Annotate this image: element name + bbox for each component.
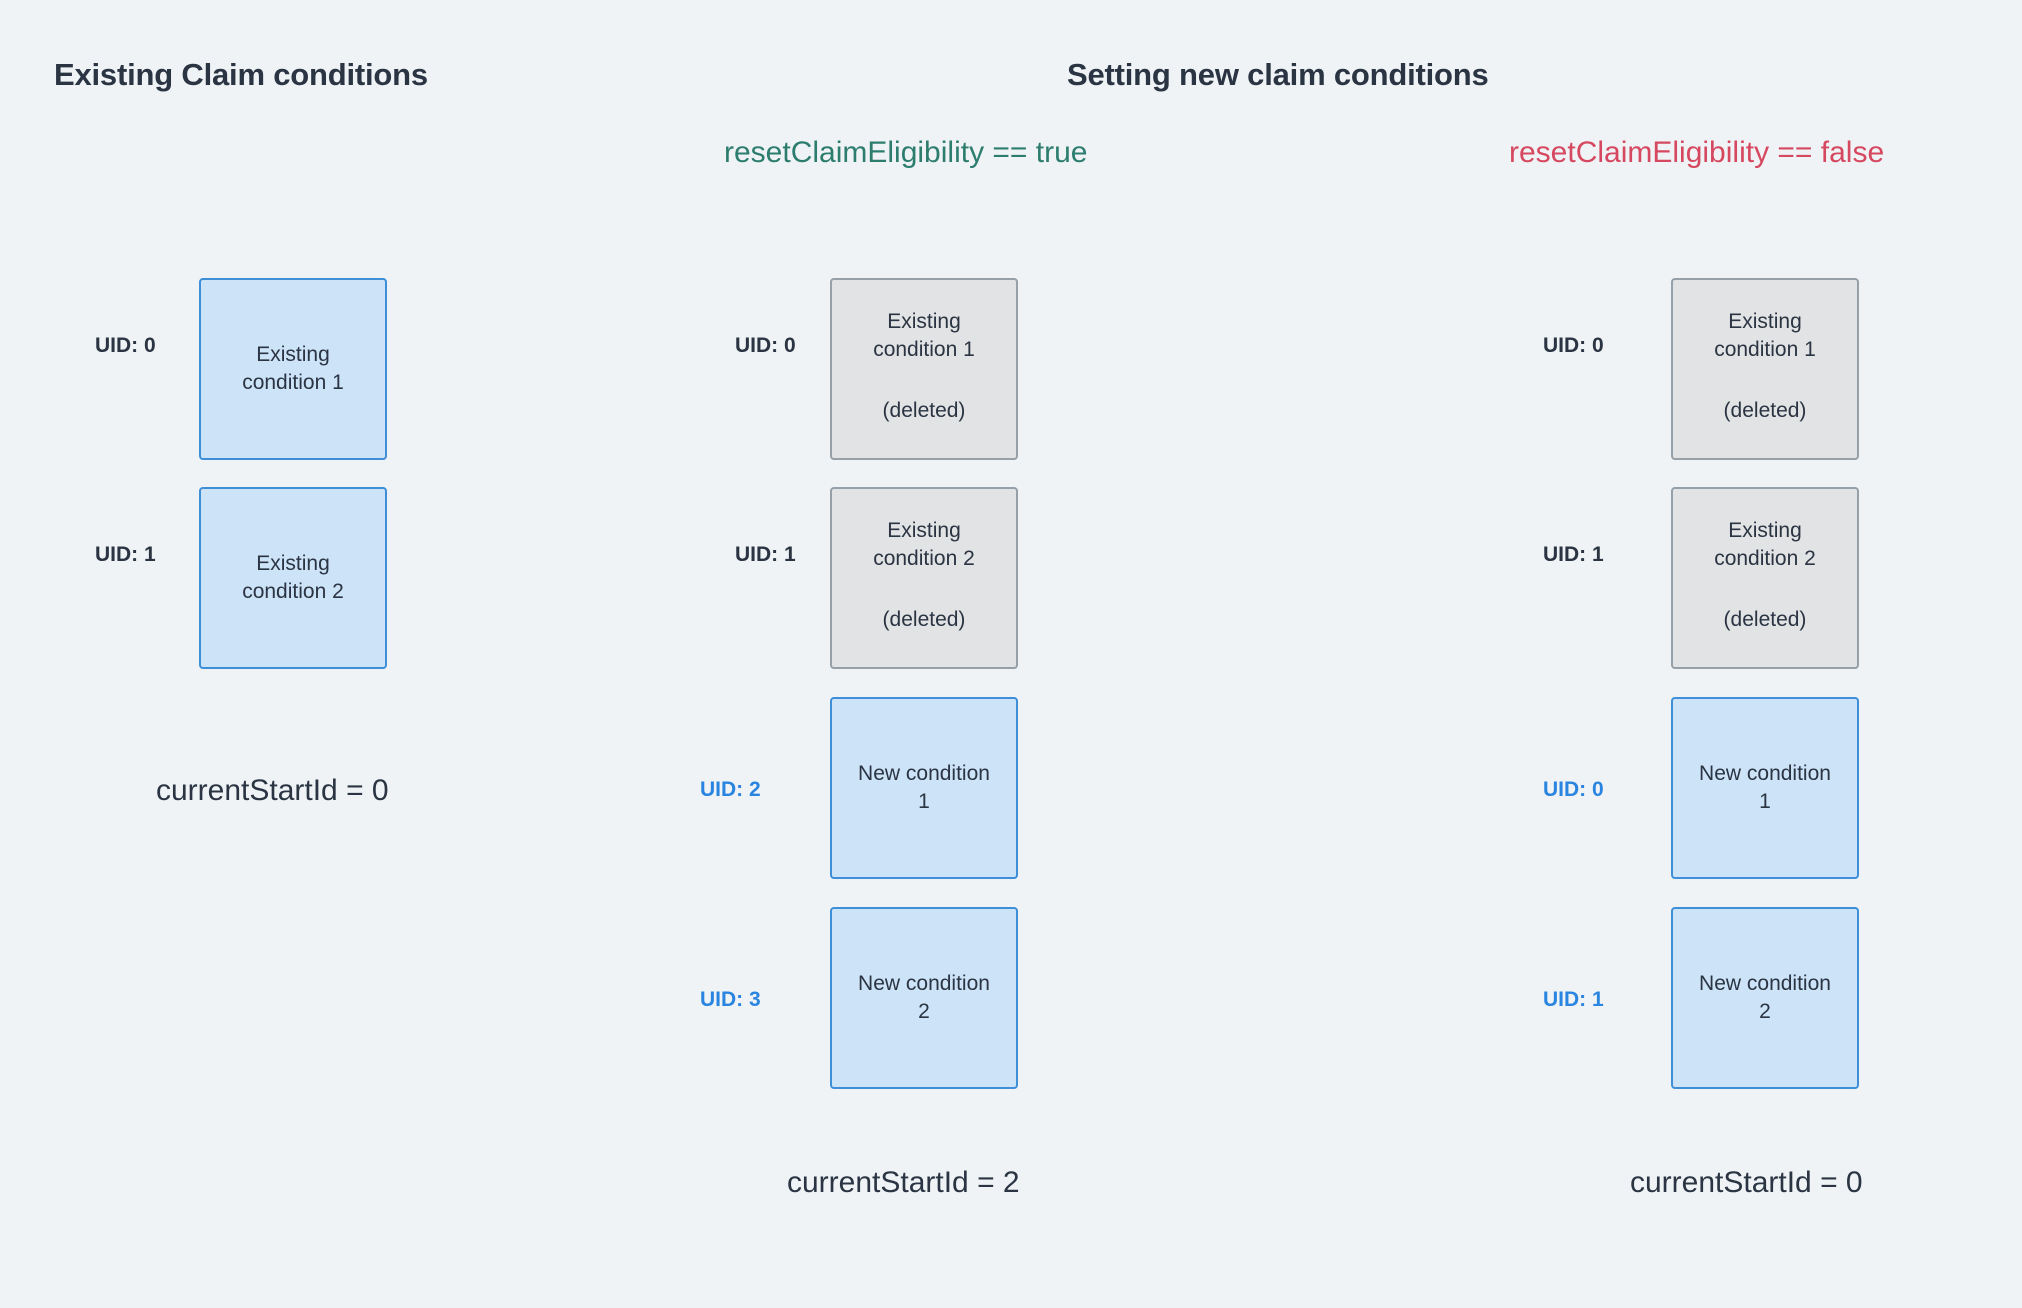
condition-title: Existing condition 2 bbox=[873, 519, 975, 570]
condition-title: New condition 2 bbox=[1699, 972, 1831, 1023]
condition-title: New condition 2 bbox=[858, 972, 990, 1023]
condition-box-reset-true-1: Existing condition 2 (deleted) bbox=[830, 487, 1018, 669]
condition-title: Existing condition 1 bbox=[242, 343, 344, 394]
condition-title: Existing condition 1 bbox=[873, 310, 975, 361]
note-current-start-id-existing: currentStartId = 0 bbox=[156, 774, 389, 807]
condition-title: Existing condition 2 bbox=[1714, 519, 1816, 570]
condition-box-reset-false-2: New condition 1 bbox=[1671, 697, 1859, 879]
condition-deleted-label: (deleted) bbox=[882, 608, 966, 632]
heading-setting-new-claim-conditions: Setting new claim conditions bbox=[1067, 57, 1489, 92]
condition-box-existing-0: Existing condition 1 bbox=[199, 278, 387, 460]
condition-box-reset-true-3: New condition 2 bbox=[830, 907, 1018, 1089]
uid-label-reset-true-1: UID: 1 bbox=[735, 543, 796, 566]
condition-title: New condition 1 bbox=[858, 762, 990, 813]
uid-label-existing-1: UID: 1 bbox=[95, 543, 156, 566]
note-current-start-id-reset-false: currentStartId = 0 bbox=[1630, 1166, 1863, 1199]
note-current-start-id-reset-true: currentStartId = 2 bbox=[787, 1166, 1020, 1199]
condition-box-existing-1: Existing condition 2 bbox=[199, 487, 387, 669]
uid-label-reset-false-2: UID: 0 bbox=[1543, 778, 1604, 801]
condition-box-reset-false-1: Existing condition 2 (deleted) bbox=[1671, 487, 1859, 669]
condition-deleted-label: (deleted) bbox=[882, 399, 966, 423]
uid-label-reset-true-3: UID: 3 bbox=[700, 988, 761, 1011]
uid-label-existing-0: UID: 0 bbox=[95, 334, 156, 357]
condition-title: Existing condition 2 bbox=[242, 552, 344, 603]
condition-deleted-label: (deleted) bbox=[1723, 399, 1807, 423]
condition-deleted-label: (deleted) bbox=[1723, 608, 1807, 632]
uid-label-reset-true-2: UID: 2 bbox=[700, 778, 761, 801]
subheading-reset-eligibility-false: resetClaimEligibility == false bbox=[1509, 136, 1885, 169]
condition-box-reset-true-0: Existing condition 1 (deleted) bbox=[830, 278, 1018, 460]
uid-label-reset-false-0: UID: 0 bbox=[1543, 334, 1604, 357]
uid-label-reset-false-1: UID: 1 bbox=[1543, 543, 1604, 566]
uid-label-reset-true-0: UID: 0 bbox=[735, 334, 796, 357]
condition-box-reset-true-2: New condition 1 bbox=[830, 697, 1018, 879]
heading-existing-claim-conditions: Existing Claim conditions bbox=[54, 57, 428, 92]
condition-title: New condition 1 bbox=[1699, 762, 1831, 813]
subheading-reset-eligibility-true: resetClaimEligibility == true bbox=[724, 136, 1088, 169]
condition-title: Existing condition 1 bbox=[1714, 310, 1816, 361]
uid-label-reset-false-3: UID: 1 bbox=[1543, 988, 1604, 1011]
condition-box-reset-false-3: New condition 2 bbox=[1671, 907, 1859, 1089]
condition-box-reset-false-0: Existing condition 1 (deleted) bbox=[1671, 278, 1859, 460]
